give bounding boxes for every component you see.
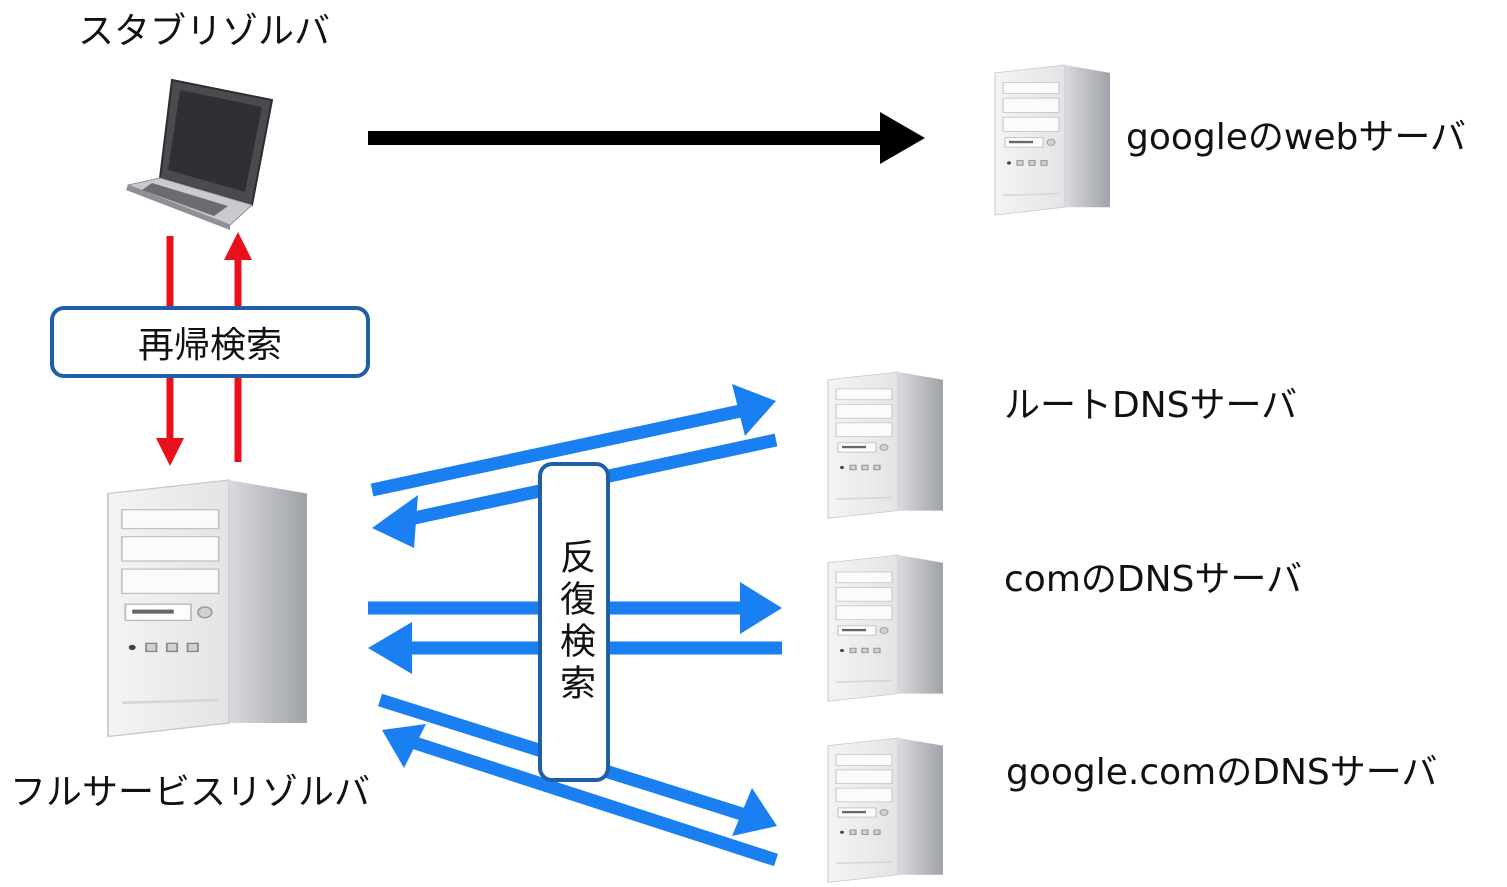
google-response-arrow: [382, 724, 779, 867]
google-dns-server-icon: [827, 737, 944, 884]
recursive-search-tag: 再帰検索: [50, 306, 370, 378]
iterative-search-text: 反復検索: [554, 538, 595, 706]
root-dns-server-icon: [827, 371, 944, 520]
web-server-label: googleのwebサーバ: [1126, 117, 1466, 158]
stub-resolver-label: スタブリゾルバ: [78, 11, 331, 52]
root-dns-label: ルートDNSサーバ: [1004, 385, 1298, 426]
com-dns-server-icon: [827, 554, 944, 703]
direct-access-arrow: [368, 112, 925, 164]
full-resolver-server-icon: [106, 478, 309, 739]
recursive-search-text: 再帰検索: [137, 325, 282, 366]
web-server-icon: [994, 64, 1111, 217]
root-query-arrow: [370, 384, 776, 497]
com-dns-label: comのDNSサーバ: [1004, 559, 1303, 600]
full-resolver-label: フルサービスリゾルバ: [10, 772, 371, 813]
laptop-icon: [126, 78, 274, 230]
google-dns-label: google.comのDNSサーバ: [1006, 752, 1438, 793]
iterative-search-tag: 反復検索: [538, 462, 610, 782]
